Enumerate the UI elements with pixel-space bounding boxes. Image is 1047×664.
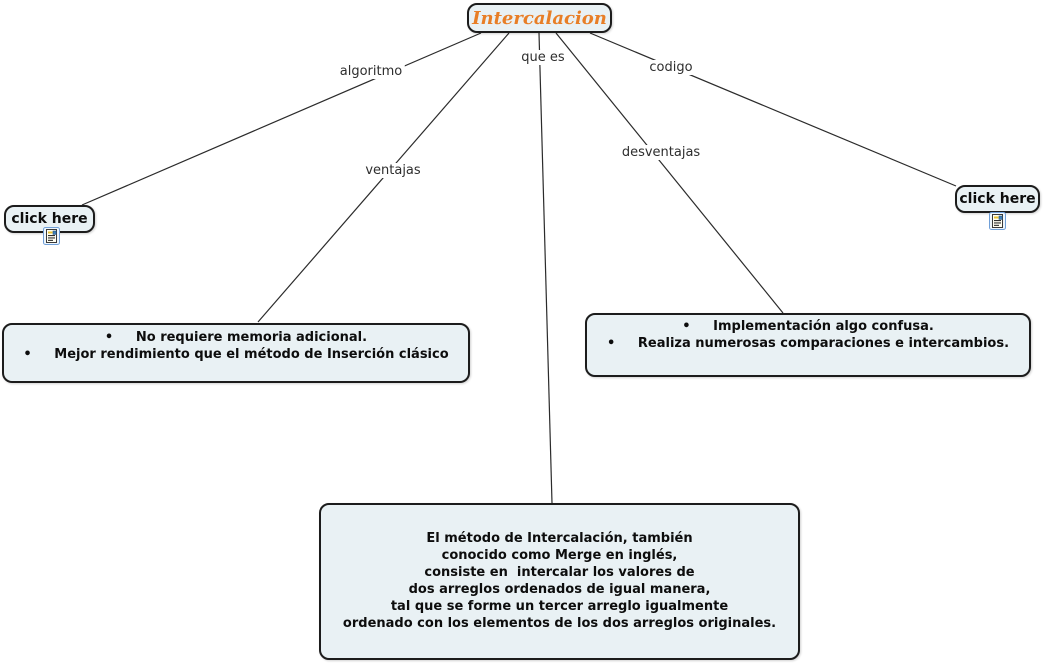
node-ventajas: • No requiere memoria adicional. • Mejor… <box>2 323 470 383</box>
node-que-es-definition: El método de Intercalación, también cono… <box>319 503 800 660</box>
ventajas-item: • No requiere memoria adicional. <box>104 330 368 345</box>
resource-document-icon[interactable] <box>989 212 1006 230</box>
connector-algoritmo <box>81 32 482 206</box>
connector-desventajas <box>555 32 784 314</box>
ventajas-item: • Mejor rendimiento que el método de Ins… <box>23 347 449 362</box>
link-label-ventajas: ventajas <box>362 163 424 178</box>
link-label-codigo: codigo <box>646 60 696 75</box>
node-desventajas: • Implementación algo confusa. • Realiza… <box>585 313 1031 377</box>
link-label-desventajas: desventajas <box>618 145 704 160</box>
link-label-que-es: que es <box>518 50 568 65</box>
click-here-algoritmo-label: click here <box>11 211 88 227</box>
desventajas-item: • Implementación algo confusa. <box>682 319 934 334</box>
definition-line: tal que se forme un tercer arreglo igual… <box>390 599 729 614</box>
definition-line: ordenado con los elementos de los dos ar… <box>342 616 777 631</box>
link-label-algoritmo: algoritmo <box>336 64 406 79</box>
resource-document-icon[interactable] <box>43 227 60 245</box>
node-intercalacion-label: Intercalacion <box>472 7 607 29</box>
connector-que-es <box>538 32 553 504</box>
desventajas-item: • Realiza numerosas comparaciones e inte… <box>606 336 1010 351</box>
node-intercalacion: Intercalacion <box>467 3 612 33</box>
definition-line: consiste en intercalar los valores de <box>424 565 695 580</box>
definition-line: dos arreglos ordenados de igual manera, <box>408 582 711 597</box>
click-here-codigo-label: click here <box>959 191 1036 207</box>
definition-line: El método de Intercalación, también <box>426 531 693 546</box>
node-click-here-codigo[interactable]: click here <box>955 185 1040 213</box>
connector-codigo <box>589 32 957 187</box>
definition-line: conocido como Merge en inglés, <box>441 548 678 563</box>
